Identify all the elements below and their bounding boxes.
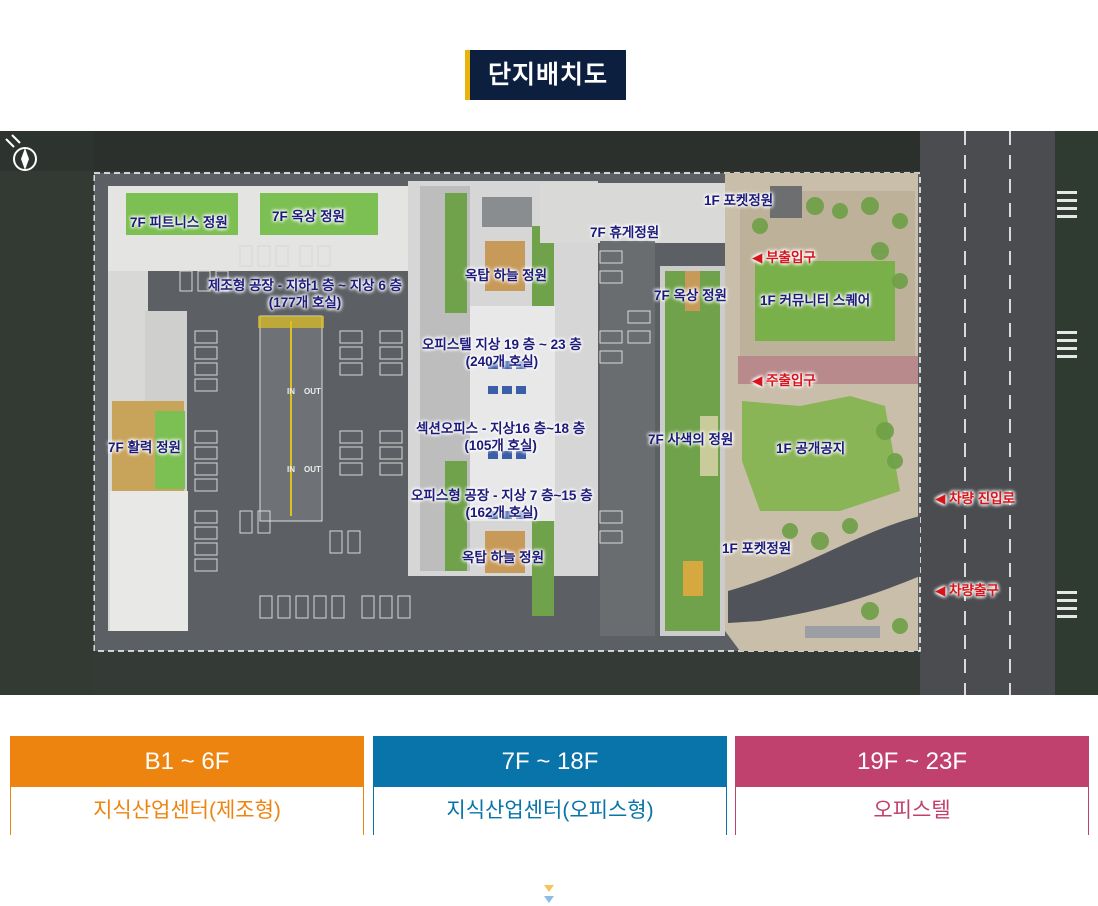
label-ramp-in-1: IN xyxy=(287,387,295,396)
label-officetel-line1: 오피스텔 지상 19 층 ~ 23 층 xyxy=(422,337,582,352)
label-officetel: 오피스텔 지상 19 층 ~ 23 층 (240개 호실) xyxy=(422,336,582,370)
sub-entrance-text: 부출입구 xyxy=(766,250,816,265)
marker-vehicle-entry: ◀ 차량 진입로 xyxy=(935,490,1015,507)
label-public-space: 1F 공개공지 xyxy=(776,441,846,456)
marker-main-entrance: ◀ 주출입구 xyxy=(752,372,816,389)
label-officetel-line2: (240개 호실) xyxy=(465,354,539,369)
label-manufacturing-factory-line2: (177개 호실) xyxy=(268,295,342,310)
label-rooftop-garden-east: 7F 옥상 정원 xyxy=(654,288,727,303)
red-arrow-left-icon: ◀ xyxy=(752,250,767,265)
marker-vehicle-exit: ◀ 차량출구 xyxy=(935,582,999,599)
label-meditation-garden: 7F 사색의 정원 xyxy=(648,432,734,447)
vehicle-exit-text: 차량출구 xyxy=(949,583,999,598)
title-accent-bar xyxy=(465,50,470,100)
label-ramp-in-2: IN xyxy=(287,465,295,474)
label-office-factory-line2: (162개 호실) xyxy=(465,505,539,520)
legend-floors: 19F ~ 23F xyxy=(736,737,1088,787)
label-manufacturing-factory: 제조형 공장 - 지하1 층 ~ 지상 6 층 (177개 호실) xyxy=(208,277,402,311)
label-section-office-line2: (105개 호실) xyxy=(464,438,537,453)
site-plan-map: 7F 피트니스 정원 7F 옥상 정원 제조형 공장 - 지하1 층 ~ 지상 … xyxy=(0,131,1098,695)
red-arrow-left-icon: ◀ xyxy=(935,491,950,506)
legend-use: 지식산업센터(오피스형) xyxy=(374,787,726,836)
label-ramp-out-2: OUT xyxy=(304,465,321,474)
legend-card-manufacturing: B1 ~ 6F 지식산업센터(제조형) xyxy=(10,736,364,836)
legend-use: 오피스텔 xyxy=(736,787,1088,836)
legend-floors: B1 ~ 6F xyxy=(11,737,363,787)
label-community-square: 1F 커뮤니티 스퀘어 xyxy=(760,293,871,308)
red-arrow-left-icon: ◀ xyxy=(935,583,950,598)
chevron-down-icon[interactable] xyxy=(543,884,555,906)
main-entrance-text: 주출입구 xyxy=(766,373,816,388)
compass-icon xyxy=(5,134,37,171)
legend-card-officetel: 19F ~ 23F 오피스텔 xyxy=(735,736,1089,836)
page-title-text: 단지배치도 xyxy=(470,50,627,100)
label-office-factory: 오피스형 공장 - 지상 7 층~15 층 (162개 호실) xyxy=(411,487,593,521)
label-rest-garden: 7F 휴게정원 xyxy=(590,225,660,240)
label-rooftop-garden: 7F 옥상 정원 xyxy=(272,209,345,224)
label-fitness-garden: 7F 피트니스 정원 xyxy=(130,215,228,230)
legend-use: 지식산업센터(제조형) xyxy=(11,787,363,836)
label-pocket-garden-top: 1F 포켓정원 xyxy=(704,193,774,208)
label-office-factory-line1: 오피스형 공장 - 지상 7 층~15 층 xyxy=(411,488,593,503)
legend-card-office: 7F ~ 18F 지식산업센터(오피스형) xyxy=(373,736,727,836)
page-title: 단지배치도 xyxy=(465,50,627,100)
label-pocket-garden-bottom: 1F 포켓정원 xyxy=(722,541,792,556)
label-section-office-line1: 섹션오피스 - 지상16 층~18 층 xyxy=(416,421,586,436)
label-sky-garden-bottom: 옥탑 하늘 정원 xyxy=(462,550,545,565)
label-vitality-garden: 7F 활력 정원 xyxy=(108,440,181,455)
marker-sub-entrance: ◀ 부출입구 xyxy=(752,249,816,266)
vehicle-entry-text: 차량 진입로 xyxy=(949,491,1015,506)
label-manufacturing-factory-line1: 제조형 공장 - 지하1 층 ~ 지상 6 층 xyxy=(208,278,403,293)
red-arrow-left-icon: ◀ xyxy=(752,373,767,388)
label-ramp-out-1: OUT xyxy=(304,387,321,396)
label-sky-garden-top: 옥탑 하늘 정원 xyxy=(465,268,548,283)
legend-floors: 7F ~ 18F xyxy=(374,737,726,787)
site-plan-drawing xyxy=(0,131,1098,695)
label-section-office: 섹션오피스 - 지상16 층~18 층 (105개 호실) xyxy=(416,420,585,454)
